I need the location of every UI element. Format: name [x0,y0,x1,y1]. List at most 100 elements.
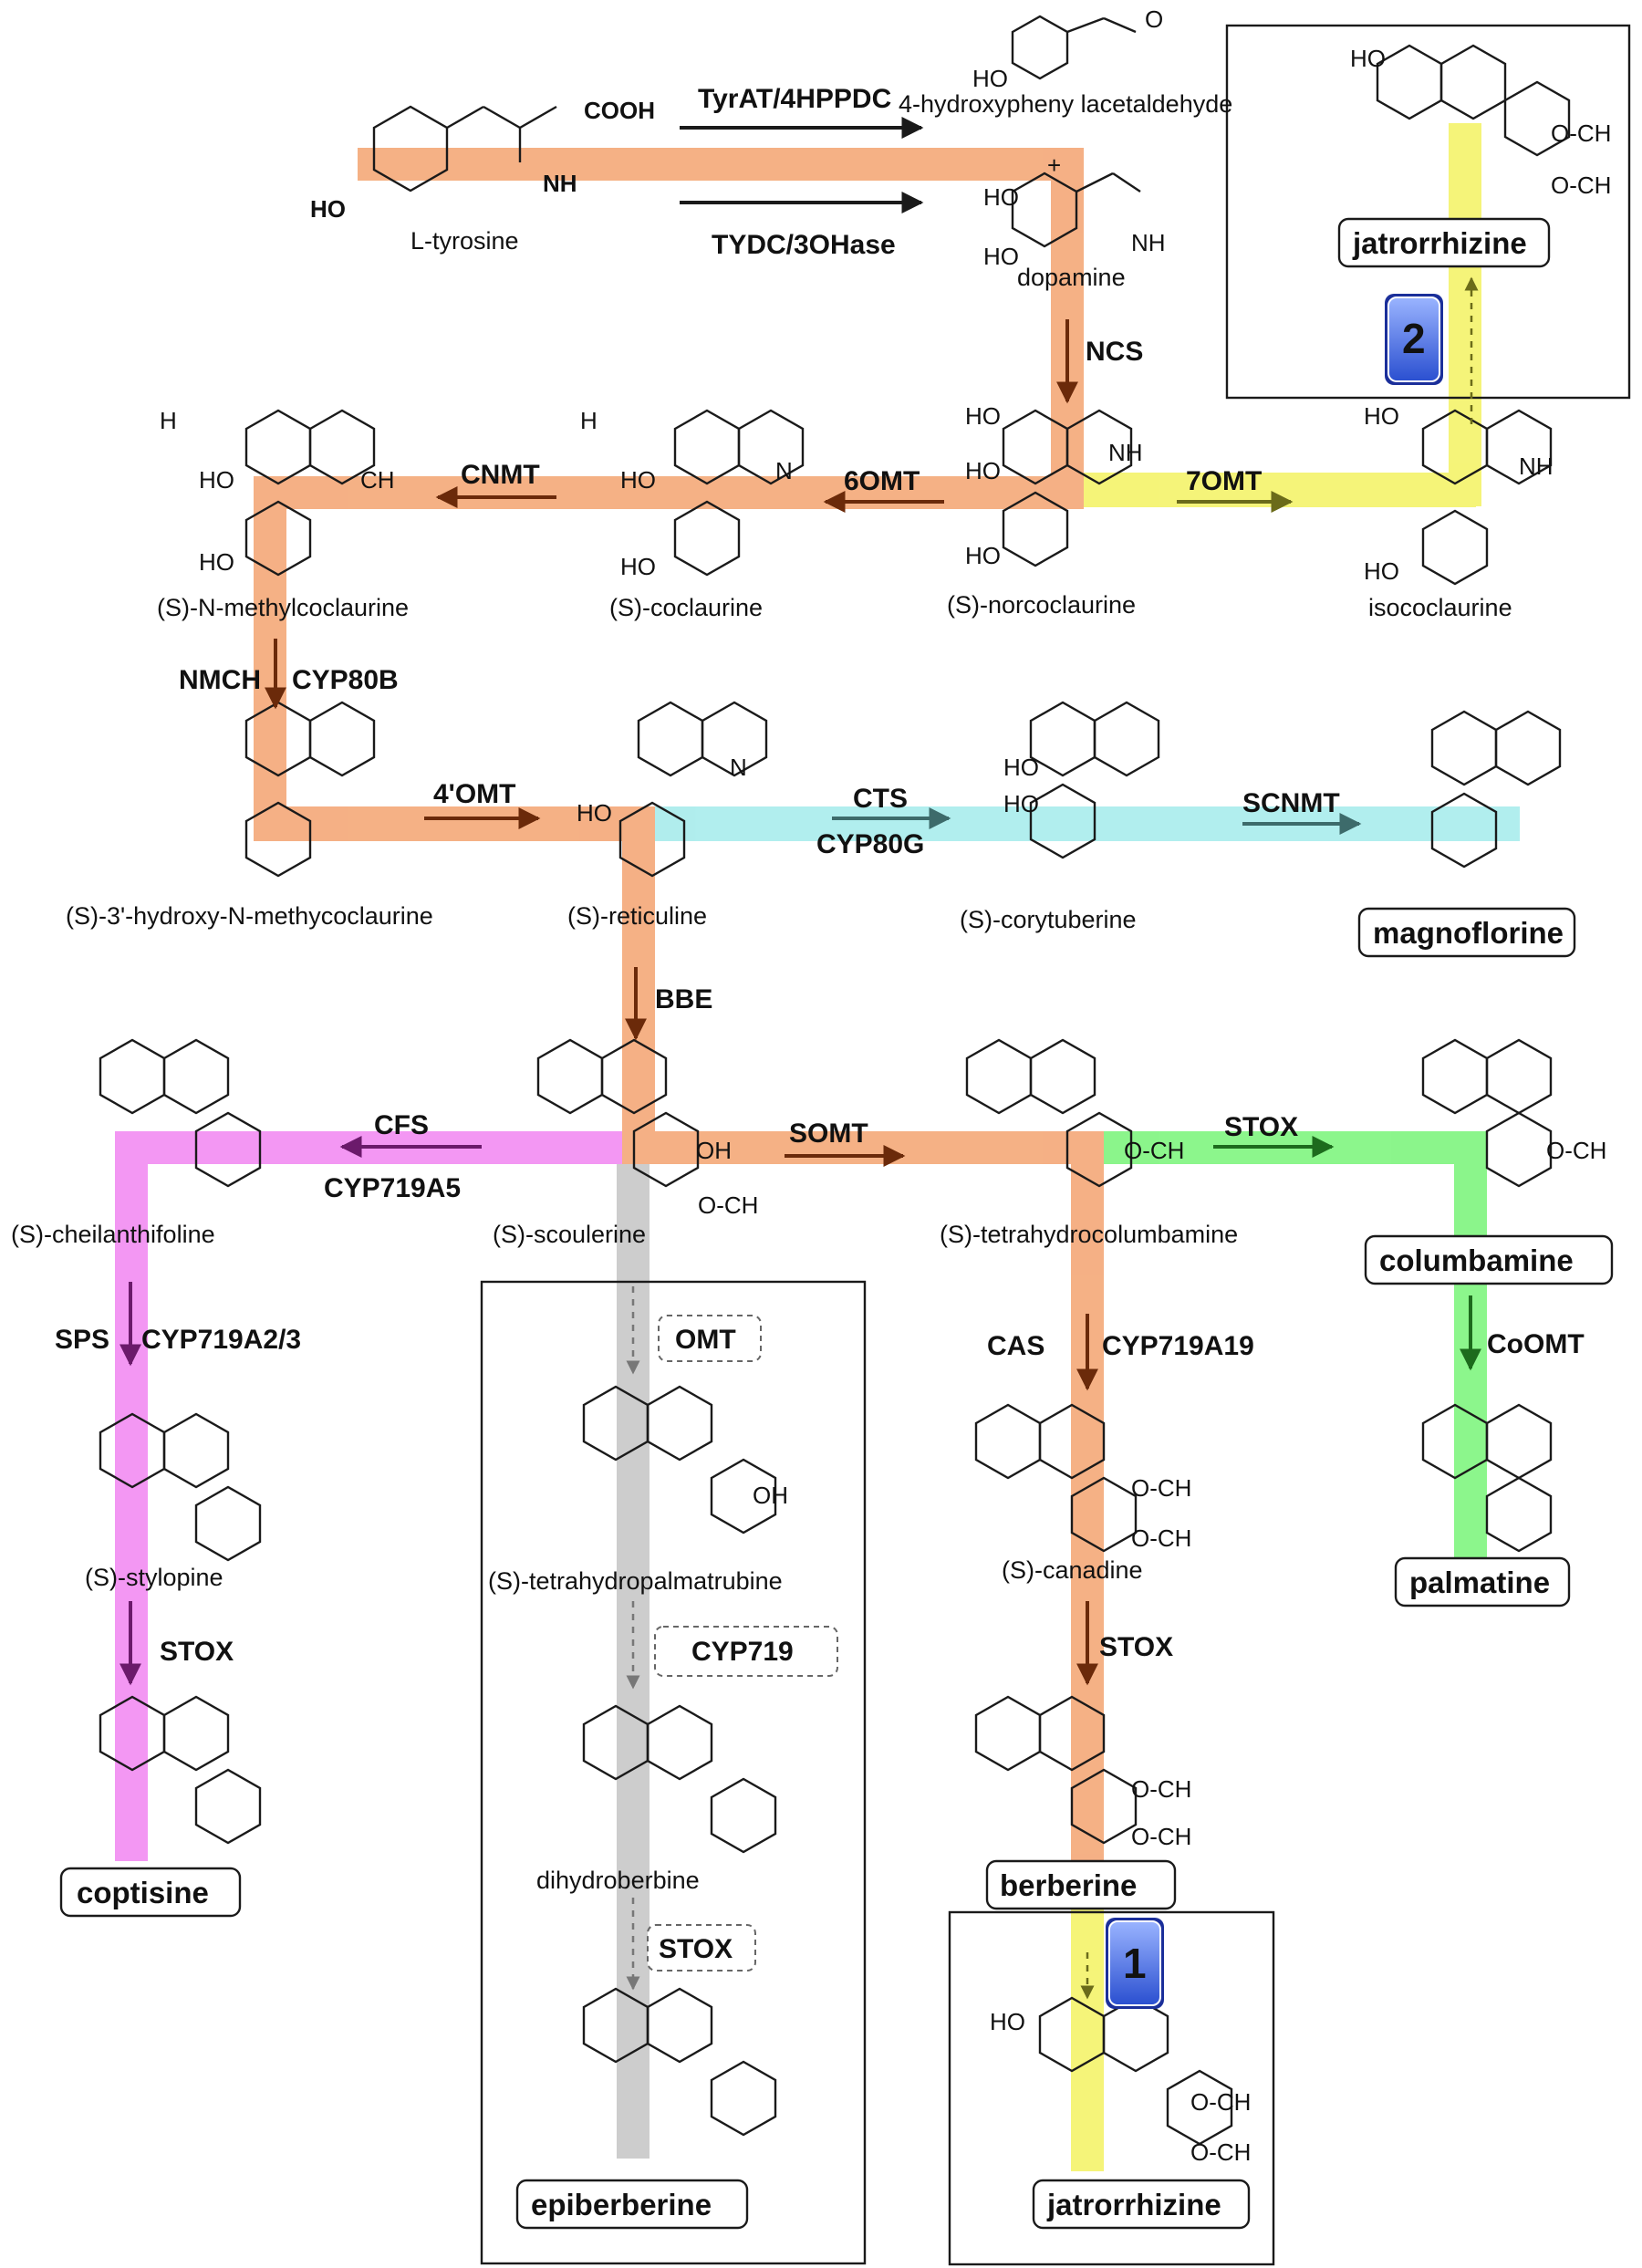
product-jatrorrhizine-bottom: jatrorrhizine [1032,2179,1251,2230]
enzyme-stox-green: STOX [1224,1112,1298,1142]
compound-reticuline: (S)-reticuline [567,902,707,930]
group-och3-jb: O-CH [1190,2088,1251,2116]
badge-two: 2 [1385,294,1443,385]
product-boxes: jatrorrhizine magnoflorine columbamine p… [59,217,1614,2230]
enzyme-ncs: NCS [1086,337,1143,367]
compound-l-tyrosine: L-tyrosine [410,227,519,255]
band-orange-top [358,148,1078,181]
box-epiberberine [480,1280,867,2265]
group-ch3-nmc: CH [360,466,395,494]
enzyme-cas: CAS [987,1331,1044,1361]
band-yellow-down [1071,1907,1104,2171]
compound-norcoclaurine: (S)-norcoclaurine [947,591,1136,619]
group-oh-sc: OH [696,1137,732,1164]
enzyme-somt: SOMT [789,1118,868,1149]
group-och3-jb2: O-CH [1190,2138,1251,2166]
compound-tetrahydropalmatrubine: (S)-tetrahydropalmatrubine [488,1567,783,1595]
enzyme-bbe: BBE [655,984,712,1014]
dashed-label-stox: STOX [659,1934,733,1964]
group-n-coc: N [775,457,793,484]
group-ho-ret: HO [577,799,612,827]
badge-two-label: 2 [1402,315,1426,362]
compound-cheilanthifoline: (S)-cheilanthifoline [11,1221,215,1248]
group-och3-can2: O-CH [1131,1524,1191,1552]
enzyme-7omt: 7OMT [1186,466,1262,496]
group-nh2-dop: NH [1131,229,1166,256]
enzyme-cyp719a5: CYP719A5 [324,1173,461,1203]
group-nh-iso: NH [1519,453,1554,480]
group-nh-nor: NH [1108,439,1143,466]
group-ho-ct: HO [1003,754,1039,781]
group-ho-coc2: HO [620,553,656,580]
compound-coclaurine: (S)-coclaurine [609,594,763,621]
enzyme-sps: SPS [55,1325,109,1355]
enzyme-cyp80g: CYP80G [816,829,924,859]
enzyme-cyp719a23: CYP719A2/3 [141,1325,301,1355]
enzyme-stox-purple: STOX [160,1637,234,1667]
compound-corytuberine: (S)-corytuberine [960,906,1137,933]
group-och3-jt2: O-CH [1551,172,1611,199]
box-jatrorrhizine-bottom [948,1910,1275,2266]
product-epiberberine: epiberberine [515,2179,749,2230]
svg-text:jatrorrhizine: jatrorrhizine [1352,226,1527,260]
group-nh2-tyr: NH [543,170,577,197]
band-yellow-up [1449,123,1481,506]
enzyme-cyp80b: CYP80B [292,665,399,695]
product-jatrorrhizine-top: jatrorrhizine [1337,217,1551,268]
enzyme-cyp719a19: CYP719A19 [1102,1331,1254,1361]
svg-text:epiberberine: epiberberine [531,2188,712,2221]
enzyme-labels: TyrAT/4HPPDC TYDC/3OHase NCS 6OMT CNMT 7… [55,84,1585,1667]
group-och3-ber2: O-CH [1131,1823,1191,1850]
band-orange-row3 [254,806,655,841]
group-ho-coc: HO [620,466,656,494]
product-columbamine: columbamine [1364,1234,1614,1285]
badge-one-label: 1 [1123,1940,1147,1987]
product-berberine: berberine [985,1859,1177,1910]
dashed-box-cyp719 [654,1626,838,1677]
enzyme-tydc: TYDC/3OHase [712,230,896,260]
band-orange-left [254,476,286,841]
group-cooh: COOH [584,97,655,124]
group-h3co-coc: H [580,407,598,434]
dashed-label-omt: OMT [675,1325,736,1355]
group-oh-thp: OH [753,1482,788,1509]
group-ho-jt: HO [1350,45,1386,72]
enzyme-cts: CTS [853,784,908,814]
enzyme-comt: CoOMT [1487,1329,1585,1359]
group-ho-jb: HO [990,2008,1025,2035]
dashed-box-omt [658,1315,762,1362]
group-och3-col: O-CH [1546,1137,1606,1164]
compound-tetrahydrocolumbamine: (S)-tetrahydrocolumbamine [940,1221,1238,1248]
group-och3-jt1: O-CH [1551,120,1611,147]
enzyme-scnmt: SCNMT [1242,788,1340,818]
group-labels: COOH NH HO HO O + HO HO NH HO HO NH HO H… [160,5,1611,2166]
band-magenta-down [115,1131,148,1861]
group-ho-iso1: HO [1364,402,1399,430]
enzyme-tyrat: TyrAT/4HPPDC [698,84,891,114]
compound-dopamine: dopamine [1017,264,1126,291]
svg-text:coptisine: coptisine [77,1876,209,1909]
badge-one: 1 [1106,1918,1164,2009]
group-och3-thc: O-CH [1124,1137,1184,1164]
group-ho-dop1: HO [983,183,1019,211]
group-plus-dop: + [1047,151,1061,179]
group-och3-ber: O-CH [1131,1775,1191,1803]
compound-hpaa: 4-hydroxypheny lacetaldehyde [899,90,1232,118]
group-ho-dop2: HO [983,243,1019,270]
enzyme-stox-orange: STOX [1099,1632,1173,1662]
enzyme-4omt: 4'OMT [433,779,515,809]
enzyme-cfs: CFS [374,1110,429,1140]
compound-hydroxy-nmc: (S)-3'-hydroxy-N-methycoclaurine [66,902,433,930]
group-ho-nor3: HO [965,542,1001,569]
svg-text:palmatine: palmatine [1409,1566,1550,1599]
group-n-ret: N [730,754,747,781]
product-coptisine: coptisine [59,1867,242,1918]
group-ho-nor2: HO [965,457,1001,484]
group-och3-can: O-CH [1131,1474,1191,1502]
group-ho-ct2: HO [1003,790,1039,817]
group-ho-nor1: HO [965,402,1001,430]
compound-dihydroberbine: dihydroberbine [536,1867,700,1894]
pathway-bands [115,123,1520,2171]
band-cyan [655,806,1520,841]
